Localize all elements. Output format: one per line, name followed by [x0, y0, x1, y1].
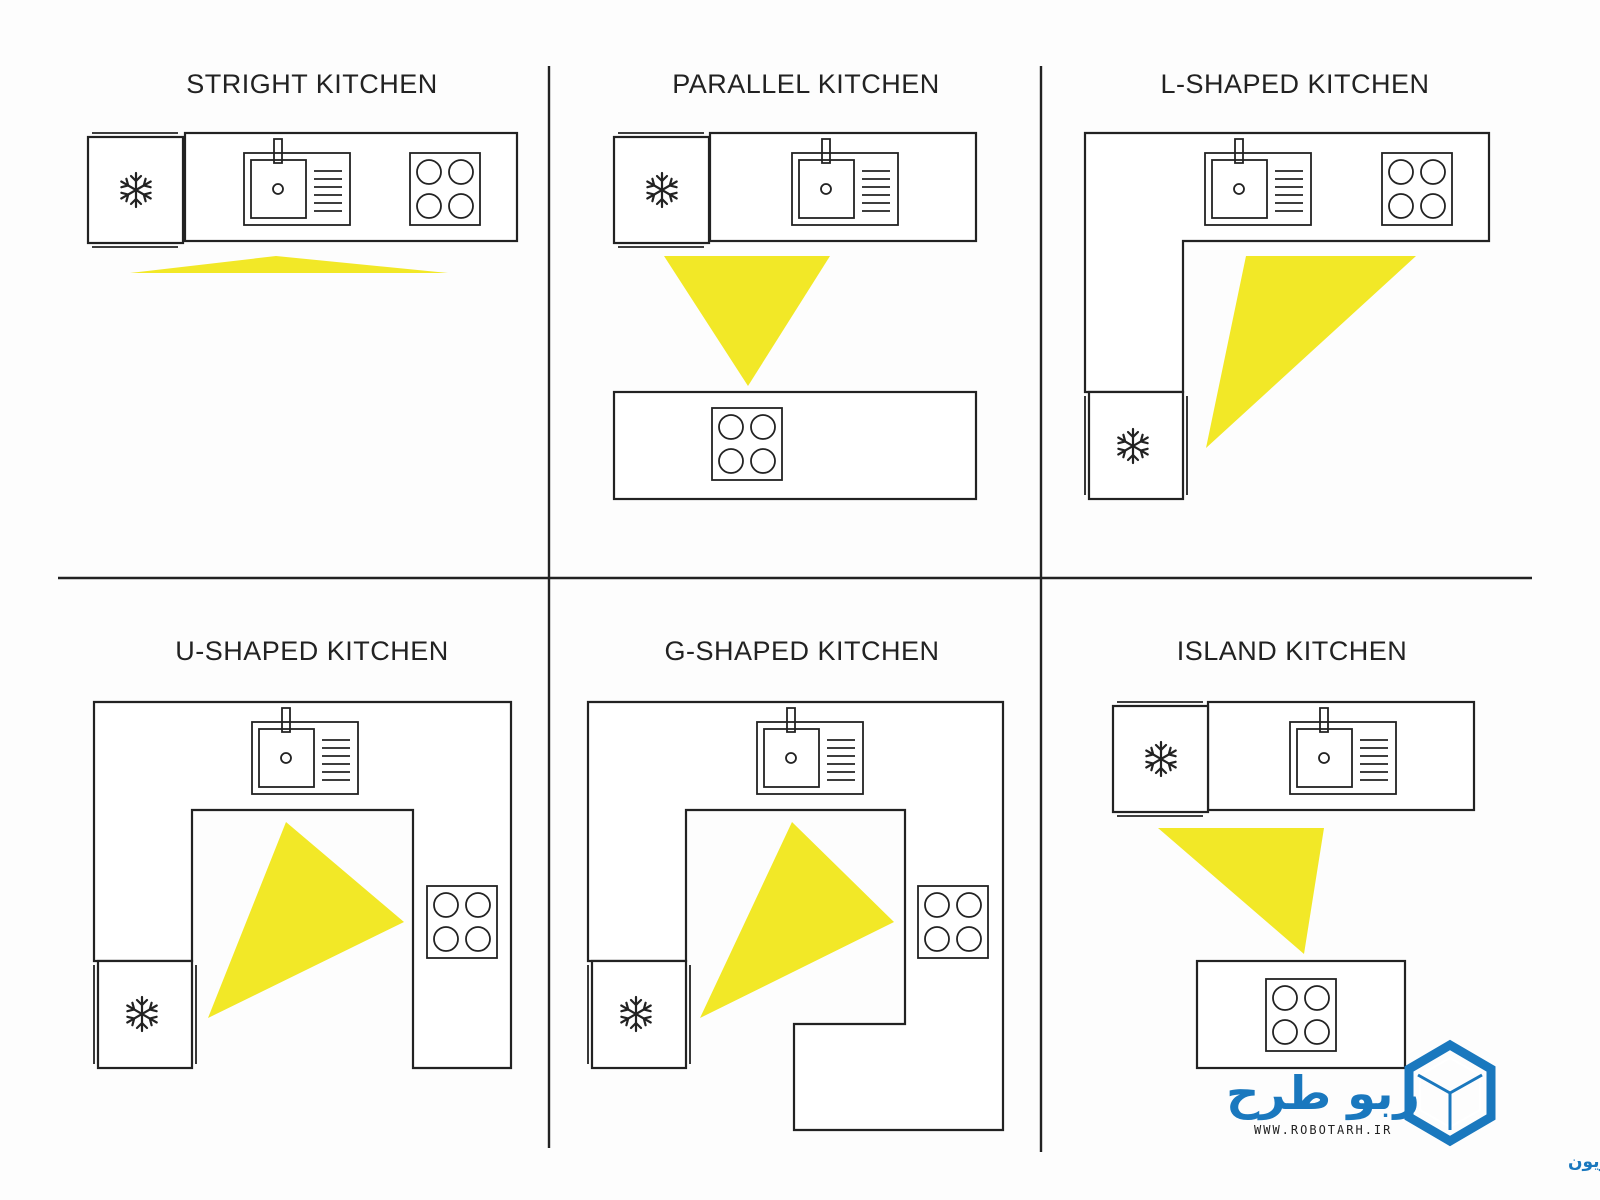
work-triangle: [1158, 828, 1324, 954]
island-kitchen-plan: [1113, 700, 1476, 1070]
u-shaped-kitchen-plan: [92, 700, 513, 1070]
hexagon-cube-icon: [1404, 1039, 1496, 1147]
panel-title-parallel: PARALLEL KITCHEN: [672, 69, 940, 99]
robotarh-logo: ربو طرح WWW.ROBOTARH.IR سامانه سفارش آنل…: [1226, 1039, 1600, 1172]
fridge-snowflake-icon: [88, 133, 183, 247]
panel-title-g-shaped: G-SHAPED KITCHEN: [664, 636, 939, 666]
panel-title-u-shaped: U-SHAPED KITCHEN: [175, 636, 449, 666]
work-triangle: [700, 822, 894, 1018]
straight-kitchen-plan: [88, 131, 519, 273]
logo-tagline: سامانه سفارش آنلاین طراحی کابینت،کمد و ی…: [1568, 1150, 1600, 1172]
work-triangle: [208, 822, 404, 1018]
fridge-snowflake-icon: [614, 133, 709, 247]
parallel-kitchen-plan: [612, 131, 978, 501]
panel-dividers: [58, 66, 1532, 1152]
logo-wordmark: ربو طرح: [1226, 1066, 1420, 1120]
fridge-snowflake-icon: [1113, 702, 1208, 816]
l-shaped-kitchen-plan: [1083, 131, 1491, 501]
g-shaped-kitchen-plan: [586, 700, 1005, 1132]
panel-title-island: ISLAND KITCHEN: [1177, 636, 1408, 666]
panel-title-straight: STRIGHT KITCHEN: [186, 69, 438, 99]
work-triangle: [130, 256, 448, 273]
work-triangle: [1206, 256, 1416, 448]
panel-title-l-shaped: L-SHAPED KITCHEN: [1160, 69, 1429, 99]
logo-url: WWW.ROBOTARH.IR: [1254, 1123, 1392, 1137]
work-triangle: [664, 256, 830, 386]
